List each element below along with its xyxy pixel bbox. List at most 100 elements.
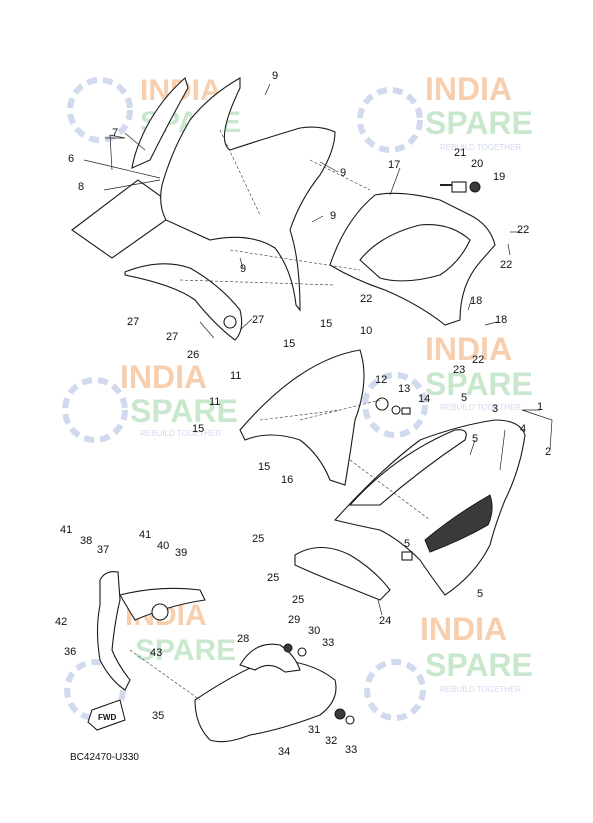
diagram-code: BC42470-U330 xyxy=(70,752,139,763)
grommet xyxy=(151,603,169,621)
callout-22c: 22 xyxy=(360,293,372,305)
callout-12: 12 xyxy=(375,374,387,386)
watermark-top-right: INDIA SPARE REBUILD TOGETHER xyxy=(357,71,533,153)
callout-2: 2 xyxy=(545,446,551,458)
windshield xyxy=(131,77,189,169)
callout-10: 10 xyxy=(360,325,372,337)
callout-34: 34 xyxy=(278,746,290,758)
callout-15d: 15 xyxy=(258,461,270,473)
callout-27c: 27 xyxy=(252,314,264,326)
side-cowl-vent xyxy=(424,494,493,553)
callout-28: 28 xyxy=(237,633,249,645)
lower-bracket xyxy=(124,263,243,341)
fwd-arrow-icon: FWD xyxy=(87,699,126,731)
grommet xyxy=(223,315,237,329)
callout-9c: 9 xyxy=(330,210,336,222)
watermark-mid-left: INDIA SPARE REBUILD TOGETHER xyxy=(62,359,238,443)
callout-31: 31 xyxy=(308,724,320,736)
callout-13: 13 xyxy=(398,383,410,395)
watermark-line1: INDIA xyxy=(425,71,512,107)
callout-16: 16 xyxy=(281,474,293,486)
callout-22a: 22 xyxy=(517,224,529,236)
leader-lines xyxy=(83,83,553,616)
callout-19: 19 xyxy=(493,171,505,183)
fwd-label: FWD xyxy=(98,713,116,722)
watermark-tagline: REBUILD TOGETHER xyxy=(140,429,221,438)
callout-4: 4 xyxy=(520,423,526,435)
callout-labels: 1 2 3 4 5 5 5 5 6 7 8 9 9 9 9 10 11 11 1… xyxy=(55,70,551,758)
callout-11a: 11 xyxy=(230,370,241,382)
callout-9b: 9 xyxy=(340,167,346,179)
clip xyxy=(401,407,411,415)
grommet xyxy=(375,397,389,411)
callout-23: 23 xyxy=(453,364,465,376)
watermark-tagline: REBUILD TOGETHER xyxy=(440,143,521,152)
callout-6: 6 xyxy=(68,153,74,165)
callout-24: 24 xyxy=(379,615,391,627)
watermark-line1: INDIA xyxy=(120,359,207,395)
callout-25a: 25 xyxy=(252,533,264,545)
callout-29: 29 xyxy=(288,614,300,626)
callout-37: 37 xyxy=(97,544,109,556)
callout-27b: 27 xyxy=(166,331,178,343)
callout-17: 17 xyxy=(388,159,400,171)
clip xyxy=(401,551,413,561)
nut xyxy=(283,643,293,653)
callout-15b: 15 xyxy=(283,338,295,350)
assembly-lines xyxy=(129,159,431,701)
callout-26: 26 xyxy=(187,349,199,361)
watermark-line2: SPARE xyxy=(135,634,236,667)
callout-25c: 25 xyxy=(292,594,304,606)
callout-15a: 15 xyxy=(320,318,332,330)
callout-3: 3 xyxy=(492,403,498,415)
callout-5a: 5 xyxy=(461,392,467,404)
upper-cowling-group xyxy=(71,77,496,341)
watermark-line2: SPARE xyxy=(425,366,533,402)
lower-cowling-group: FWD xyxy=(87,571,355,743)
callout-36: 36 xyxy=(64,646,76,658)
watermark-line2: SPARE xyxy=(130,393,238,429)
nut xyxy=(334,708,346,720)
callout-14: 14 xyxy=(418,393,430,405)
watermark-mid-right: INDIA SPARE REBUILD TOGETHER xyxy=(362,331,533,438)
callout-22b: 22 xyxy=(500,259,512,271)
callout-9a: 9 xyxy=(272,70,278,82)
callout-25b: 25 xyxy=(267,572,279,584)
callout-1: 1 xyxy=(537,401,543,413)
collar xyxy=(391,405,401,415)
callout-43: 43 xyxy=(150,647,162,659)
collar xyxy=(297,647,307,657)
callout-15c: 15 xyxy=(192,423,204,435)
callout-20: 20 xyxy=(471,158,483,170)
callout-9d: 9 xyxy=(240,263,246,275)
callout-5b: 5 xyxy=(472,433,478,445)
callout-42: 42 xyxy=(55,616,67,628)
assembly-guide xyxy=(259,409,341,421)
callout-41a: 41 xyxy=(60,524,72,536)
assembly-guide xyxy=(219,129,261,216)
callout-33a: 33 xyxy=(322,637,334,649)
upper-cowl xyxy=(160,77,336,312)
callout-30: 30 xyxy=(308,625,320,637)
collar xyxy=(345,715,355,725)
callout-41b: 41 xyxy=(139,529,151,541)
callout-38: 38 xyxy=(80,535,92,547)
callout-35: 35 xyxy=(152,710,164,722)
watermark-line2: SPARE xyxy=(425,647,533,683)
callout-5d: 5 xyxy=(477,588,483,600)
bracket xyxy=(294,546,391,601)
callout-33b: 33 xyxy=(345,744,357,756)
nut xyxy=(469,181,481,193)
side-cowl-stripe xyxy=(348,429,467,506)
side-cowl-inner xyxy=(359,224,471,282)
callout-27a: 27 xyxy=(127,316,139,328)
callout-39: 39 xyxy=(175,547,187,559)
watermark-tagline: REBUILD TOGETHER xyxy=(440,403,521,412)
callout-21: 21 xyxy=(454,147,466,159)
callout-11b: 11 xyxy=(209,396,220,408)
callout-7: 7 xyxy=(112,127,118,139)
callout-32: 32 xyxy=(325,735,337,747)
washer xyxy=(451,181,467,193)
callout-5c: 5 xyxy=(404,538,410,550)
